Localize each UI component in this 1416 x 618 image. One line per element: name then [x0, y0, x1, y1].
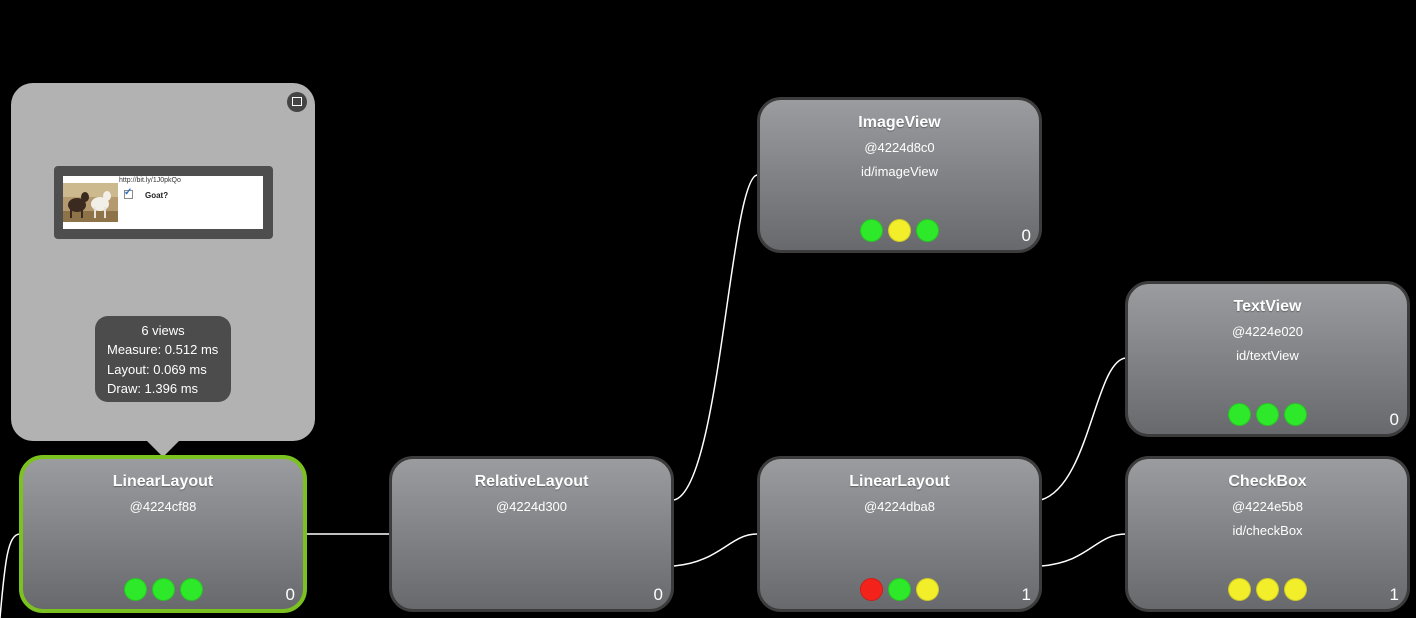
checkmark-icon: ✓ [124, 187, 133, 198]
child-count: 0 [1389, 410, 1399, 429]
node-hash: @4224d8c0 [864, 140, 935, 155]
status-indicators [760, 578, 1039, 601]
checkbox-label: Goat? [145, 191, 169, 200]
node-title: LinearLayout [849, 473, 950, 490]
node-title: LinearLayout [112, 473, 214, 490]
node-title: CheckBox [1228, 473, 1307, 490]
node-title: RelativeLayout [474, 473, 589, 490]
preview-pointer [146, 440, 180, 457]
node-hash: @4224e020 [1231, 324, 1304, 339]
status-green-icon [888, 578, 911, 601]
status-yellow-icon [888, 219, 911, 242]
thumbnail-screen: http://bit.ly/1J0pkQo ✓ Goat? [63, 176, 263, 229]
status-green-icon [179, 578, 203, 601]
status-yellow-icon [1256, 578, 1279, 601]
status-green-icon [1228, 403, 1251, 426]
close-preview-button[interactable] [287, 92, 307, 112]
status-green-icon [916, 219, 939, 242]
wire-linear-child-to-textview [1040, 357, 1127, 501]
views-count: 6 views [141, 323, 185, 338]
measure-time: Measure: 0.512 ms [107, 342, 219, 357]
status-indicators [23, 578, 303, 601]
child-count: 1 [1021, 585, 1031, 604]
status-green-icon [123, 578, 147, 601]
status-indicators [760, 219, 1039, 242]
node-id: id/imageView [860, 164, 939, 179]
node-hash: @4224cf88 [129, 499, 197, 514]
node-textview[interactable]: TextView @4224e020 id/textView 0 [1125, 281, 1410, 437]
url-text: http://bit.ly/1J0pkQo [119, 177, 181, 184]
status-red-icon [860, 578, 883, 601]
status-indicators [1128, 578, 1407, 601]
status-green-icon [1256, 403, 1279, 426]
wire-relative-to-imageview [673, 174, 758, 501]
layout-time: Layout: 0.069 ms [107, 362, 207, 377]
view-preview-panel: http://bit.ly/1J0pkQo ✓ Goat? 6 views Me… [11, 83, 315, 441]
node-relativelayout[interactable]: RelativeLayout @4224d300 0 [389, 456, 674, 612]
status-green-icon [1284, 403, 1307, 426]
status-green-icon [151, 578, 175, 601]
node-linearlayout-child[interactable]: LinearLayout @4224dba8 1 [757, 456, 1042, 612]
node-imageview[interactable]: ImageView @4224d8c0 id/imageView 0 [757, 97, 1042, 253]
node-hash: @4224dba8 [863, 499, 936, 514]
node-id: id/textView [1236, 348, 1299, 363]
child-count: 1 [1389, 585, 1399, 604]
wire-relative-to-linear-child [673, 533, 758, 567]
goat-image [63, 183, 118, 222]
window-icon [292, 97, 302, 106]
status-yellow-icon [1228, 578, 1251, 601]
status-indicators [1128, 403, 1407, 426]
node-hash: @4224d300 [495, 499, 568, 514]
node-checkbox[interactable]: CheckBox @4224e5b8 id/checkBox 1 [1125, 456, 1410, 612]
node-hash: @4224e5b8 [1231, 499, 1304, 514]
child-count: 0 [285, 585, 295, 604]
wire-linear-child-to-checkbox [1040, 533, 1127, 567]
node-id: id/checkBox [1232, 523, 1303, 538]
view-thumbnail: http://bit.ly/1J0pkQo ✓ Goat? [54, 166, 273, 239]
child-count: 0 [653, 585, 663, 604]
draw-time: Draw: 1.396 ms [107, 381, 199, 396]
status-yellow-icon [916, 578, 939, 601]
status-green-icon [860, 219, 883, 242]
child-count: 0 [1021, 226, 1031, 245]
node-title: TextView [1233, 298, 1302, 315]
node-title: ImageView [858, 114, 941, 131]
status-yellow-icon [1284, 578, 1307, 601]
render-stats-tooltip: 6 views Measure: 0.512 ms Layout: 0.069 … [95, 316, 231, 402]
wire-parent-to-root [0, 533, 21, 618]
checkbox-icon [124, 190, 133, 199]
node-linearlayout-root[interactable]: LinearLayout @4224cf88 0 [19, 455, 307, 613]
